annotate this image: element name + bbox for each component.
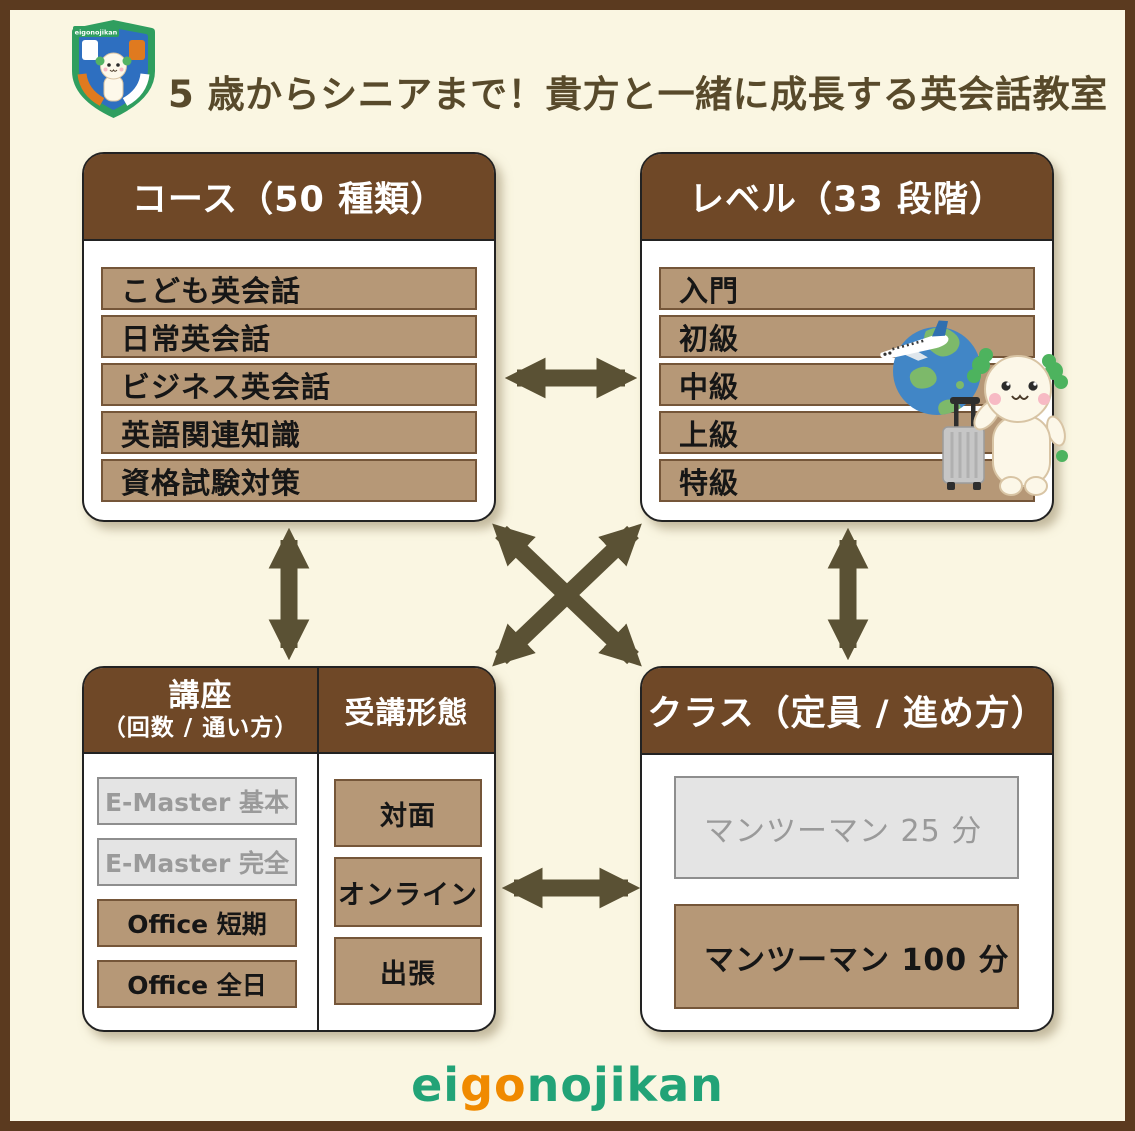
panel-class-title: クラス（定員 / 進め方） [642,668,1052,755]
kouza-title-line1: 講座 [168,677,233,714]
level-item: 特級 [659,459,1035,502]
panel-course-title: コース（50 種類） [84,154,494,241]
page-title: 5 歳からシニアまで！貴方と一緒に成長する英会話教室 [168,72,1108,116]
panel-level-body: 入門 初級 中級 上級 特級 [642,241,1052,502]
level-item: 入門 [659,267,1035,310]
kouza-title-line2: （回数 / 通い方） [102,714,299,741]
course-item: 日常英会話 [101,315,477,358]
panel-course-body: こども英会話 日常英会話 ビジネス英会話 英語関連知識 資格試験対策 [84,241,494,502]
arrow-level-format [492,523,642,667]
course-item: 英語関連知識 [101,411,477,454]
brand-part: go [460,1058,527,1112]
mode-item: 出張 [334,937,482,1005]
brand-part: nojikan [526,1058,724,1112]
mode-item: オンライン [334,857,482,927]
level-item: 中級 [659,363,1035,406]
course-item: ビジネス英会話 [101,363,477,406]
mode-item: 対面 [334,779,482,847]
brand-part: ei [411,1058,461,1112]
kouza-item: E-Master 基本 [97,777,297,825]
kouza-item: Office 短期 [97,899,297,947]
kouza-item: E-Master 完全 [97,838,297,886]
panel-level-title: レベル（33 段階） [642,154,1052,241]
panel-level: レベル（33 段階） 入門 初級 中級 上級 特級 [640,152,1054,522]
kouza-item: Office 全日 [97,960,297,1008]
panel-course: コース（50 種類） こども英会話 日常英会話 ビジネス英会話 英語関連知識 資… [82,152,496,522]
panel-class: クラス（定員 / 進め方） マンツーマン 25 分 マンツーマン 100 分 [640,666,1054,1032]
column-kouza: 講座 （回数 / 通い方） E-Master 基本 E-Master 完全 Of… [84,668,317,1030]
level-item: 初級 [659,315,1035,358]
panel-course-format: 講座 （回数 / 通い方） E-Master 基本 E-Master 完全 Of… [82,666,496,1032]
course-item: こども英会話 [101,267,477,310]
brand-logo: eigonojikan [0,1058,1135,1112]
course-item: 資格試験対策 [101,459,477,502]
level-item: 上級 [659,411,1035,454]
logo-banner-text: eigonojikan [75,29,118,37]
class-item: マンツーマン 100 分 [674,904,1019,1009]
column-kouza-title: 講座 （回数 / 通い方） [84,668,317,754]
arrow-course-class [492,523,642,667]
column-mode-title: 受講形態 [319,668,494,754]
class-item: マンツーマン 25 分 [674,776,1019,879]
school-logo-shield-icon: eigonojikan [72,20,155,118]
column-mode: 受講形態 対面 オンライン 出張 [317,668,494,1030]
